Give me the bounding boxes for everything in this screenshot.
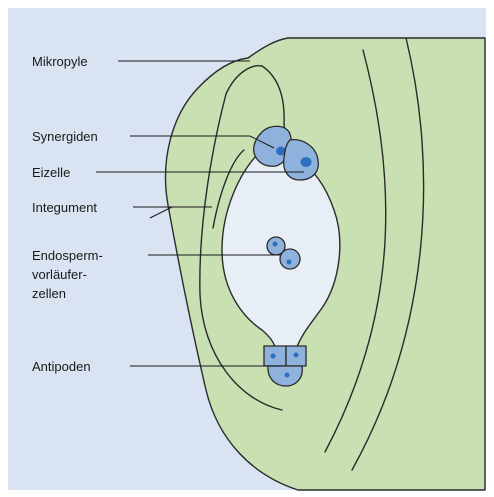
polar-nucleus-2: [287, 260, 292, 265]
antipodal-nucleus-bottom: [285, 373, 290, 378]
label-endosperm-line1: Endosperm-: [32, 248, 103, 263]
label-endosperm-line3: zellen: [32, 286, 66, 301]
synergid-right-nucleus: [301, 157, 312, 167]
label-synergiden: Synergiden: [32, 129, 98, 144]
label-integument: Integument: [32, 200, 97, 215]
polar-nucleus-cell-2: [280, 249, 300, 269]
antipodal-nucleus-left: [271, 354, 276, 359]
label-antipoden: Antipoden: [32, 359, 91, 374]
antipodal-nucleus-right: [294, 353, 299, 358]
label-endosperm-line2: vorläufer-: [32, 267, 87, 282]
label-eizelle: Eizelle: [32, 165, 70, 180]
polar-nucleus-1: [273, 242, 278, 247]
label-mikropyle: Mikropyle: [32, 54, 88, 69]
